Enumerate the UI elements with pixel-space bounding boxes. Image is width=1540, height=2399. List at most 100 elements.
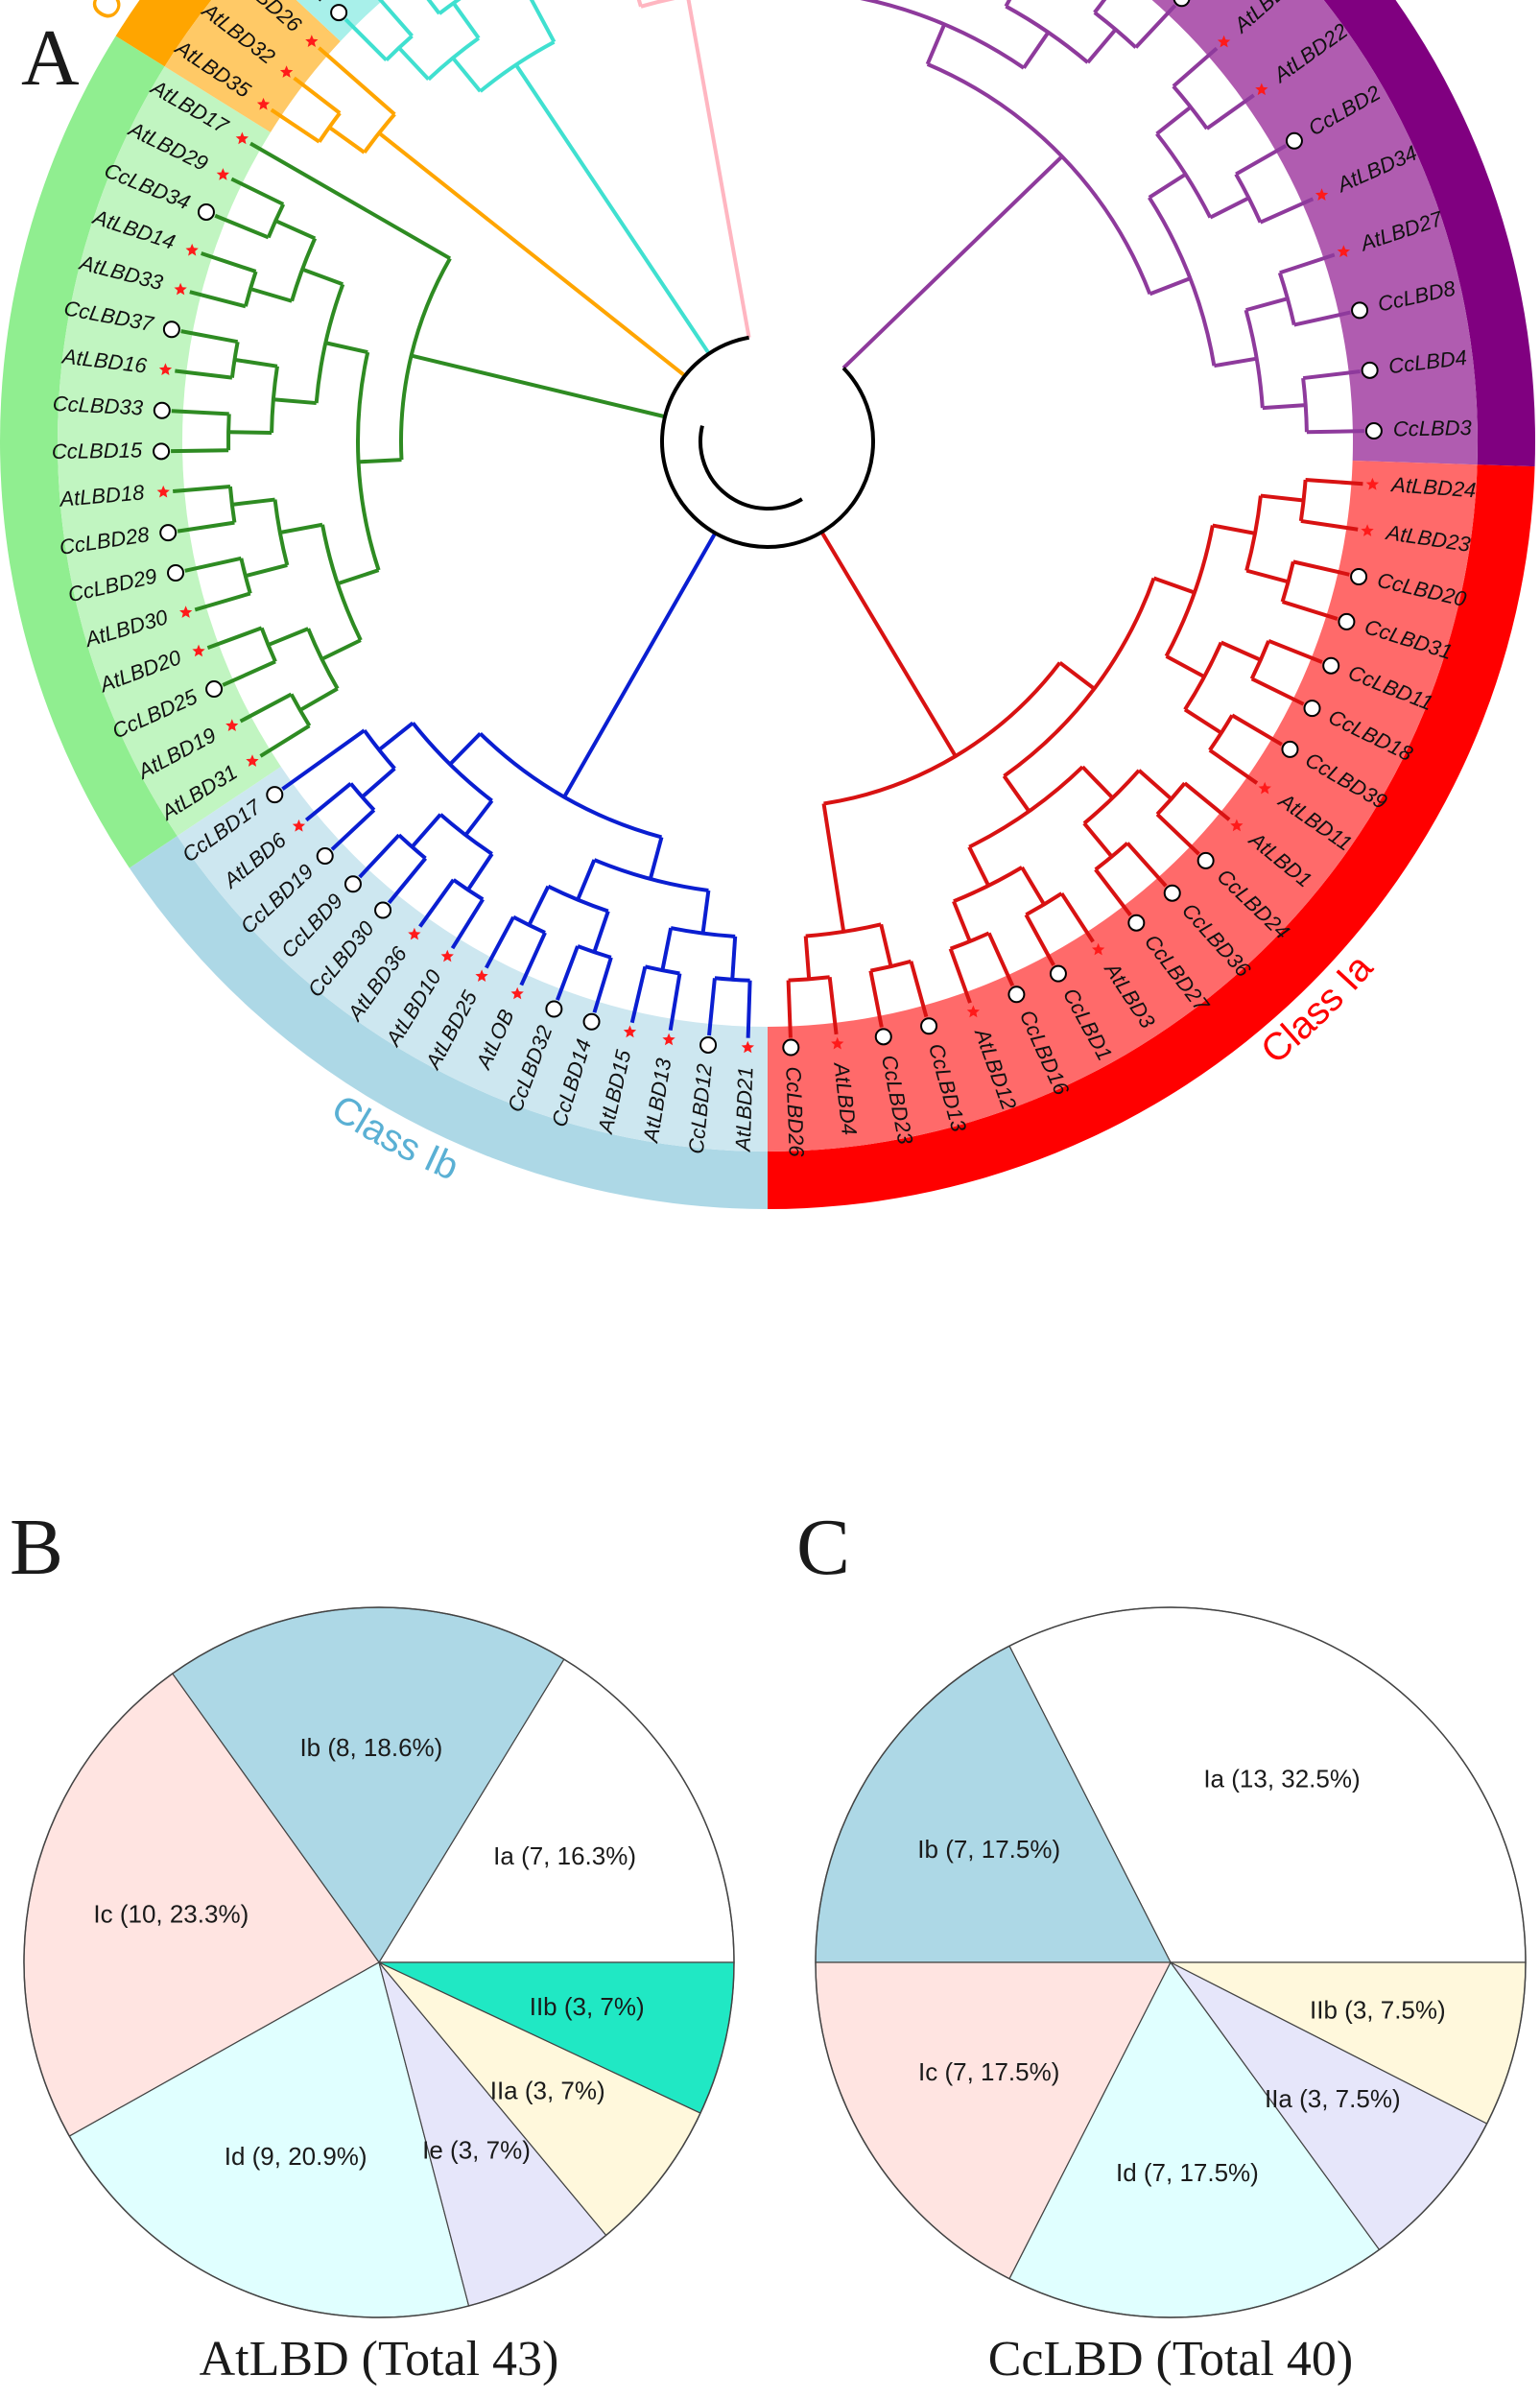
at-leaf-marker (408, 927, 421, 940)
tree-branch (1268, 638, 1323, 664)
tree-branch (879, 923, 893, 967)
leaf-label: CcLBD3 (1393, 416, 1473, 440)
tree-branch (1080, 765, 1114, 799)
tree-branch (267, 627, 309, 647)
tree-branch (909, 961, 929, 1018)
tree-branch (358, 833, 401, 879)
at-leaf-marker (741, 1040, 754, 1054)
cc-leaf-marker (1338, 612, 1356, 630)
at-leaf-marker (1315, 188, 1329, 201)
tree-branch (648, 836, 664, 880)
at-leaf-marker (305, 35, 319, 47)
tree-branch (298, 686, 339, 712)
tree-branch (1149, 276, 1192, 297)
at-leaf-marker (440, 949, 454, 962)
at-leaf-marker (185, 243, 199, 256)
tree-branch (592, 910, 610, 953)
tree-branch (700, 890, 711, 934)
tree-branch (306, 628, 340, 690)
tree-branch (438, 813, 493, 856)
pie-slice-label: IIa (3, 7.5%) (1265, 2084, 1401, 2113)
cc-leaf-marker (205, 680, 224, 699)
pie-slice-label: Ic (10, 23.3%) (93, 1900, 249, 1929)
cc-leaf-marker (545, 1000, 563, 1018)
at-leaf-marker (1337, 245, 1350, 257)
at-leaf-marker (216, 168, 229, 180)
class-inner-band (164, 0, 341, 132)
tree-branch (1220, 640, 1262, 662)
tree-branch (194, 591, 251, 612)
tree-branch (556, 945, 580, 1001)
tree-branch (1094, 842, 1129, 871)
tree-branch (1183, 707, 1222, 735)
tree-branch (967, 845, 990, 887)
cc-leaf-marker (1350, 567, 1368, 585)
tree-branch (452, 878, 485, 901)
cc-leaf-marker (1049, 964, 1067, 983)
leaf-label: CcLBD26 (781, 1066, 809, 1158)
class-inner-band (768, 460, 1478, 1152)
tree-branch (1125, 842, 1168, 888)
class-band (1323, 0, 1535, 467)
tree-branch (452, 2, 481, 39)
tree-branch (206, 626, 263, 651)
at-leaf-marker (623, 1025, 637, 1038)
tree-branch (274, 219, 317, 241)
tree-branch (320, 524, 363, 642)
tree-branch (279, 522, 323, 534)
tree-branch (171, 448, 229, 454)
at-leaf-marker (1365, 477, 1380, 490)
tree-branch (337, 568, 380, 586)
tree-branch (1155, 105, 1193, 135)
tree-branch (227, 486, 237, 523)
cc-leaf-marker (1351, 301, 1369, 320)
tree-branch (1214, 356, 1258, 368)
at-leaf-marker (1361, 524, 1374, 536)
phylogenetic-tree: AtLBD28CcLBD40AtLBD2AtLBD9AtLBD8AtLBD5Cc… (0, 0, 1535, 1209)
tree-branch (1059, 891, 1095, 943)
tree-branch (1305, 477, 1363, 487)
at-leaf-marker (156, 485, 170, 498)
leaf-label: AtLBD21 (731, 1066, 758, 1153)
tree-branch (324, 341, 368, 354)
at-leaf-marker (158, 363, 173, 375)
tree-branch (173, 485, 231, 494)
tree-branch (245, 563, 288, 579)
tree-branch (636, 0, 643, 8)
tree-branch (463, 799, 494, 837)
tree-branch (1155, 132, 1213, 219)
cc-leaf-marker (1173, 0, 1191, 8)
tree-branch (272, 397, 317, 406)
at-leaf-marker (174, 282, 187, 296)
tree-branch (1003, 577, 1156, 778)
pie-chart-atlbd: Ia (7, 16.3%)Ib (8, 18.6%)Ic (10, 23.3%)… (23, 1606, 735, 2318)
tree-branch (426, 0, 441, 15)
tree-root-arc (699, 425, 803, 511)
tree-branch (707, 978, 717, 1036)
cc-leaf-marker (266, 786, 284, 804)
cc-leaf-marker (1361, 361, 1379, 379)
tree-branch (668, 973, 682, 1032)
pie-outline (815, 1606, 1527, 2318)
tree-branch (1302, 369, 1361, 381)
at-leaf-marker (1092, 942, 1105, 956)
tree-branch (189, 290, 247, 309)
tree-branch (361, 767, 396, 799)
tree-branch (234, 357, 278, 368)
tree-branch (1002, 774, 1031, 813)
cc-leaf-marker (197, 202, 215, 221)
tree-branch (1172, 46, 1219, 88)
tree-branch (418, 878, 456, 928)
cc-leaf-marker (330, 4, 348, 22)
tree-branch (1165, 654, 1206, 678)
cc-leaf-marker (162, 321, 180, 339)
pie-slice-label: IIb (3, 7%) (530, 1992, 645, 2021)
tree-branch (1094, 867, 1132, 916)
at-leaf-marker (225, 719, 239, 731)
tree-branch (1212, 523, 1256, 535)
tree-branch (239, 692, 293, 724)
tree-branch (1235, 144, 1288, 177)
tree-branch (387, 857, 428, 905)
pie-slice-label: Ie (3, 7%) (422, 2135, 531, 2164)
tree-backbone (841, 154, 1064, 369)
